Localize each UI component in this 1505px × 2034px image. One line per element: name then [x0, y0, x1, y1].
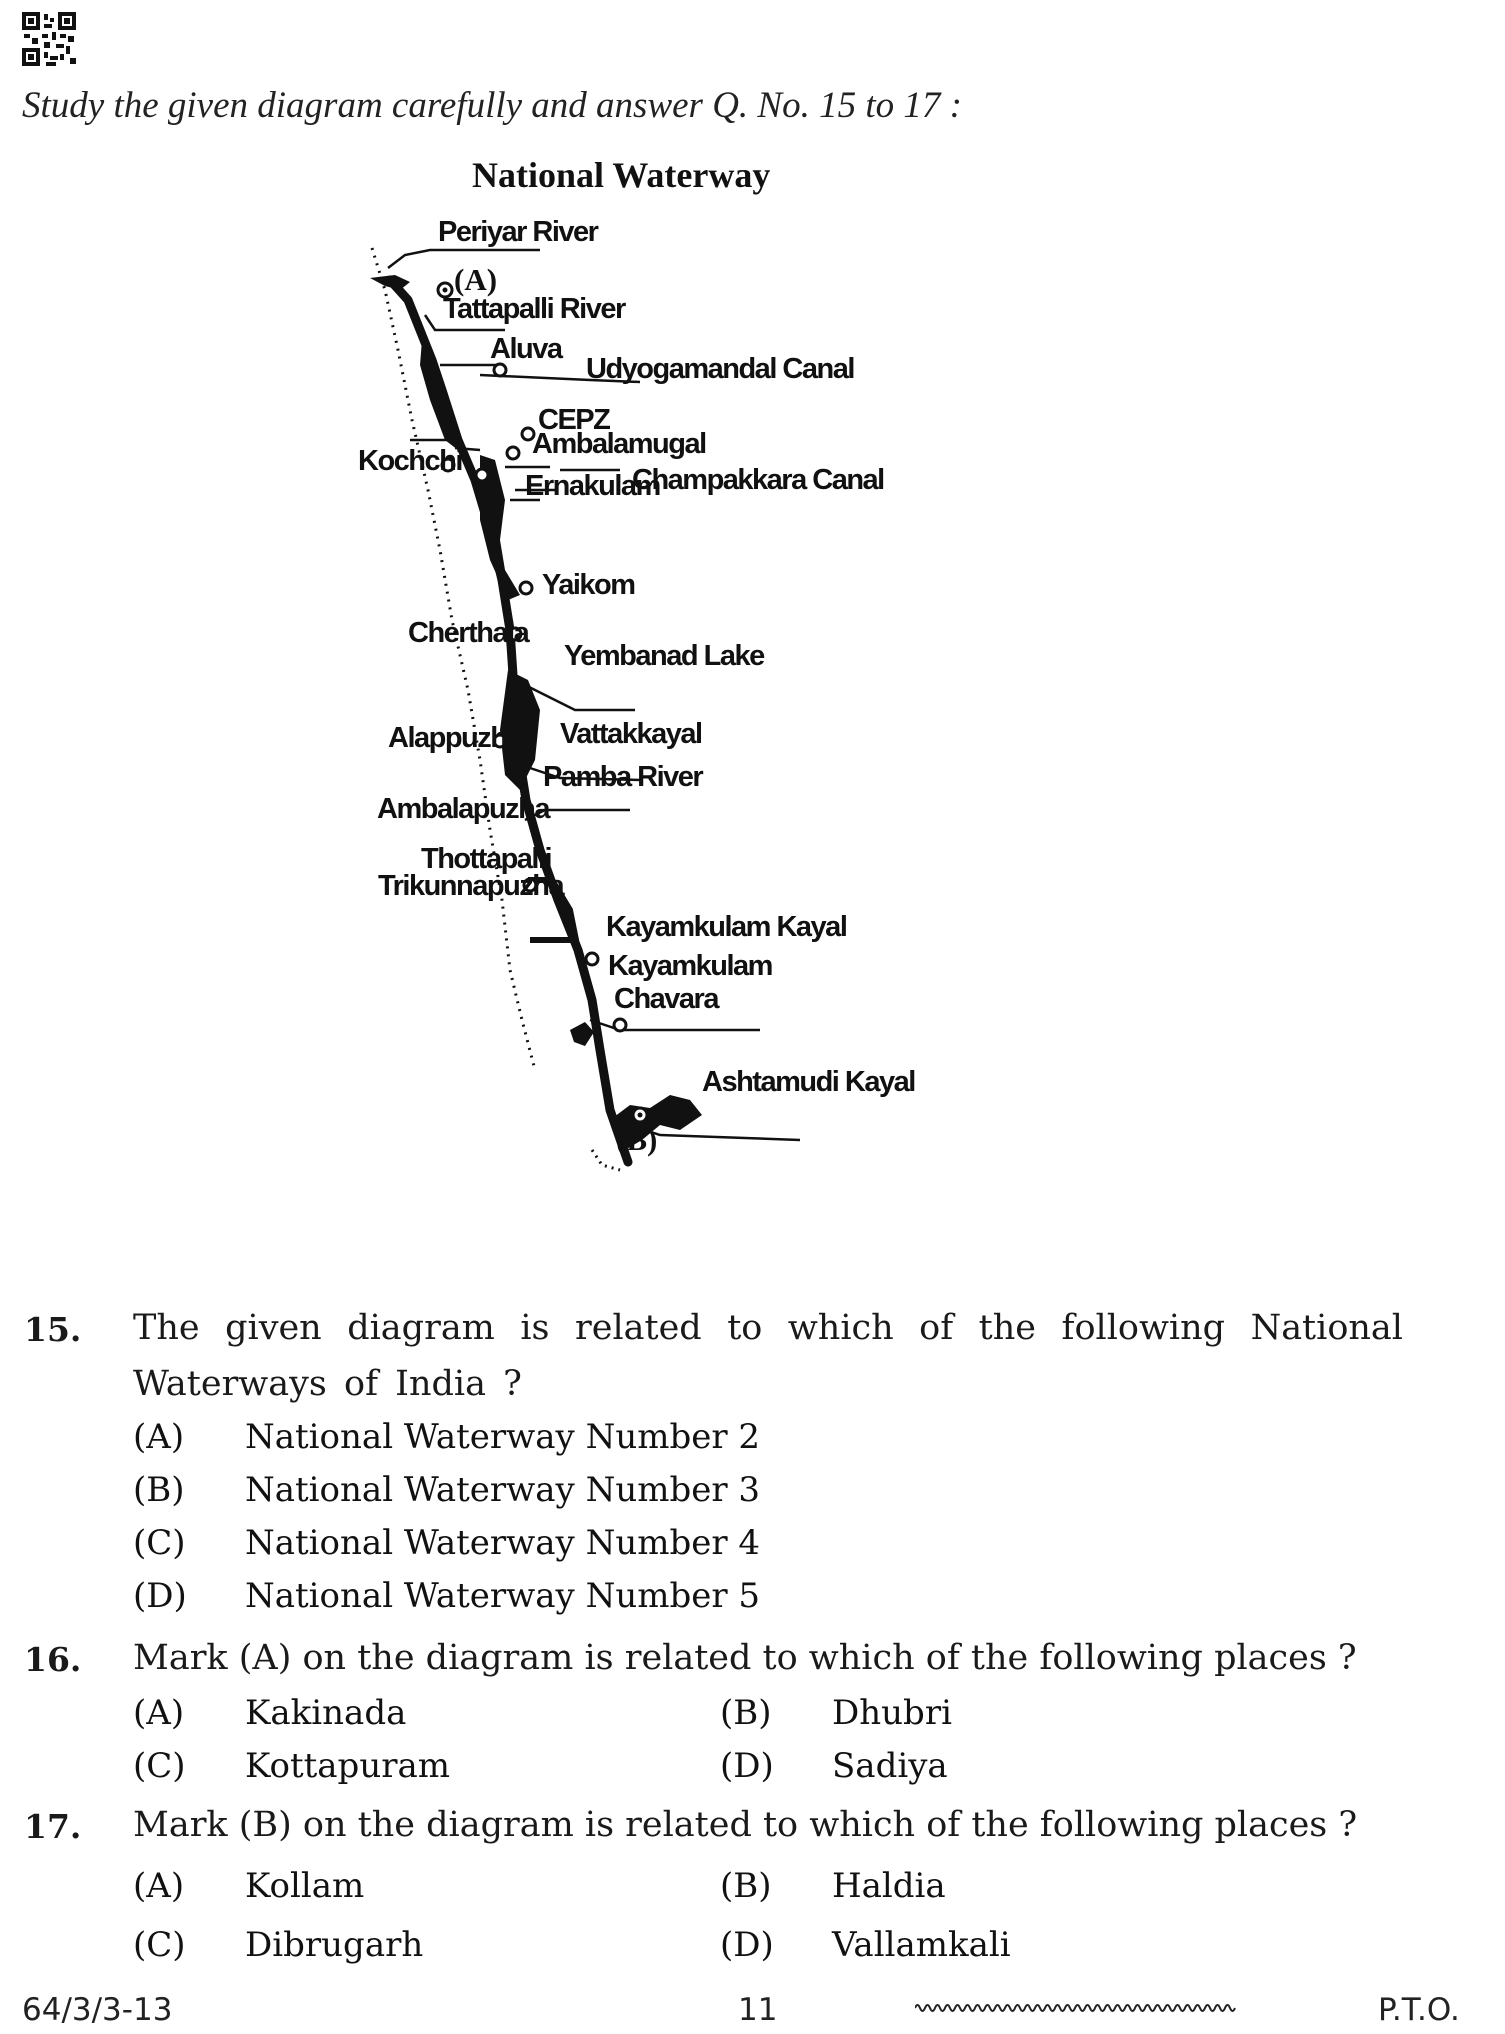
label-cherthala: Cherthala [408, 617, 531, 649]
question-text: Mark (B) on the diagram is related to wh… [133, 1805, 1358, 1845]
option-text: Kottapuram [245, 1746, 450, 1786]
label-mark-a: (A) [454, 262, 497, 297]
label-ambalapuzha: Ambalapuzha [377, 793, 551, 825]
label-kayamkulam-kayal: Kayamkulam Kayal [606, 911, 846, 943]
question-number: 17. [24, 1807, 82, 1846]
question-text: Mark (A) on the diagram is related to wh… [133, 1638, 1357, 1678]
marker-yaikom [518, 580, 534, 596]
periyar-mouth [370, 275, 410, 290]
option-label: (B) [133, 1470, 185, 1510]
label-chavara: Chavara [614, 983, 720, 1015]
label-aluva: Aluva [490, 333, 564, 365]
marker-ernakulam [474, 467, 490, 483]
intro-instruction: Study the given diagram carefully and an… [22, 85, 962, 126]
label-thottapalli: Thottapalli [421, 843, 551, 875]
option-label: (C) [133, 1925, 186, 1965]
option-label: (C) [133, 1523, 186, 1563]
waterway-map: National Waterway [358, 155, 916, 1172]
label-yaikom: Yaikom [542, 569, 635, 601]
marker-kochchi [440, 457, 456, 473]
option-text: Dibrugarh [245, 1925, 424, 1965]
label-kayamkulam: Kayamkulam [608, 950, 772, 982]
wavy-line-decoration [915, 2004, 1236, 2012]
map-title: National Waterway [472, 155, 770, 195]
label-trikunnapuzha: Trikunnapuzha [378, 870, 566, 902]
label-mark-b: (B) [616, 1122, 657, 1157]
option-text: National Waterway Number 5 [245, 1576, 761, 1616]
label-tattapalli-river: Tattapalli River [443, 293, 626, 325]
option-label: (D) [133, 1576, 187, 1616]
label-udyogamandal-canal: Udyogamandal Canal [586, 353, 854, 385]
paper-code: 64/3/3-13 [22, 1992, 173, 2028]
option-text: Sadiya [832, 1746, 948, 1786]
marker-alappuzha [492, 733, 508, 749]
label-kochchi: Kochchi [358, 445, 462, 477]
option-text: Kollam [245, 1866, 365, 1906]
option-label: (D) [720, 1746, 774, 1786]
option-text: National Waterway Number 3 [245, 1470, 761, 1510]
label-cepz: CEPZ [538, 404, 610, 436]
leader-lines [387, 248, 801, 1142]
marker-aluva [492, 362, 508, 378]
ernakulam-backwater [480, 455, 520, 600]
option-text: Vallamkali [832, 1925, 1011, 1965]
label-alappuzha: Alappuzha [388, 722, 523, 754]
ambalapuzha-loop [528, 877, 580, 943]
marker-cherthala [507, 626, 523, 642]
question-number: 16. [24, 1640, 82, 1679]
option-label: (A) [133, 1866, 185, 1906]
coastline [370, 247, 537, 1071]
option-text: Kakinada [245, 1693, 407, 1733]
estuary-blob [420, 340, 458, 450]
option-label: (C) [133, 1746, 186, 1786]
pto-label: P.T.O. [1378, 1992, 1460, 2028]
marker-trikunnapuzha [522, 877, 538, 893]
marker-cepz [520, 426, 536, 442]
option-label: (D) [720, 1925, 774, 1965]
option-label: (A) [133, 1417, 185, 1457]
kayamkulam-kayal-shape [570, 1022, 594, 1046]
option-label: (B) [720, 1866, 772, 1906]
option-text: National Waterway Number 2 [245, 1417, 761, 1457]
question-text: The given diagram is related to which of… [133, 1308, 1403, 1404]
option-text: Dhubri [832, 1693, 952, 1733]
option-text: Haldia [832, 1866, 946, 1906]
label-pamba-river: Pamba River [543, 761, 703, 793]
ashtamudi-kayal-shape [610, 1095, 702, 1150]
label-ambalamugal: Ambalamugal [532, 428, 706, 460]
question-number: 15. [24, 1310, 82, 1349]
label-vembanad-lake: Yembanad Lake [564, 640, 765, 672]
qr-code [22, 12, 76, 66]
label-vattakkayal: Vattakkayal [560, 718, 702, 750]
label-periyar-river: Periyar River [438, 216, 599, 248]
marker-kayamkulam [584, 951, 600, 967]
marker-dots [442, 287, 643, 1118]
label-champakkara-canal: Champakkara Canal [632, 464, 884, 496]
label-ernakulam: Ernakulam [525, 470, 660, 502]
option-label: (B) [720, 1693, 772, 1733]
page-number: 11 [738, 1992, 778, 2028]
marker-ambalamugal [505, 445, 521, 461]
vembanad-lake-shape [500, 670, 540, 790]
marker-chavara [612, 1017, 628, 1033]
option-text: National Waterway Number 4 [245, 1523, 761, 1563]
label-ashtamudi-kayal: Ashtamudi Kayal [702, 1066, 915, 1098]
option-label: (A) [133, 1693, 185, 1733]
